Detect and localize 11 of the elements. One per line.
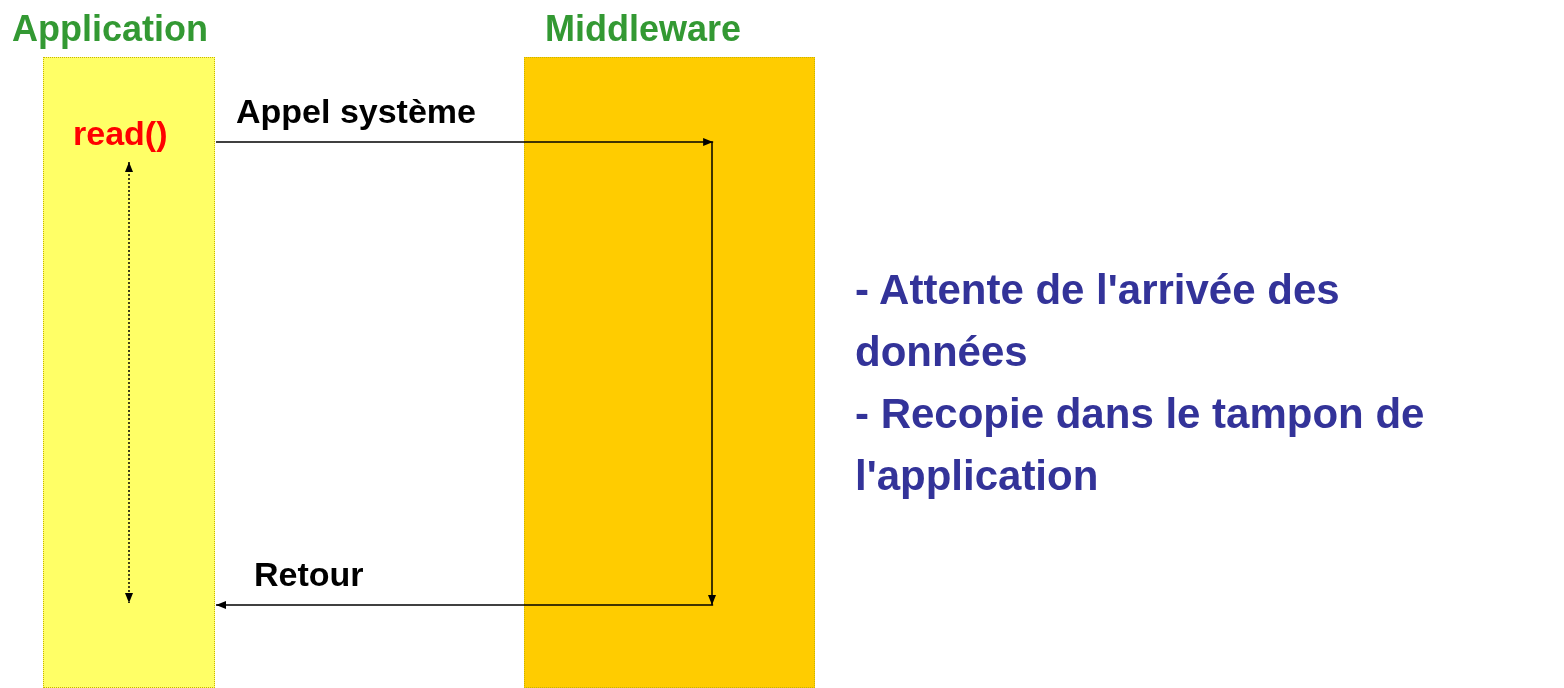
note-text: - Recopie dans le tampon de l'application — [855, 389, 1426, 501]
lane-heading: Middleware — [545, 8, 742, 50]
function-call-label: read() — [73, 114, 216, 153]
edge-label: Retour — [254, 555, 364, 594]
lifeline-band — [43, 57, 215, 688]
lifeline-band — [524, 57, 815, 688]
lane-heading: Application — [12, 8, 208, 50]
arrow — [215, 601, 714, 609]
arrow — [215, 138, 714, 146]
edge-label: Appel système — [236, 92, 476, 131]
note-text: - Attente de l'arrivée des données — [855, 265, 1341, 377]
